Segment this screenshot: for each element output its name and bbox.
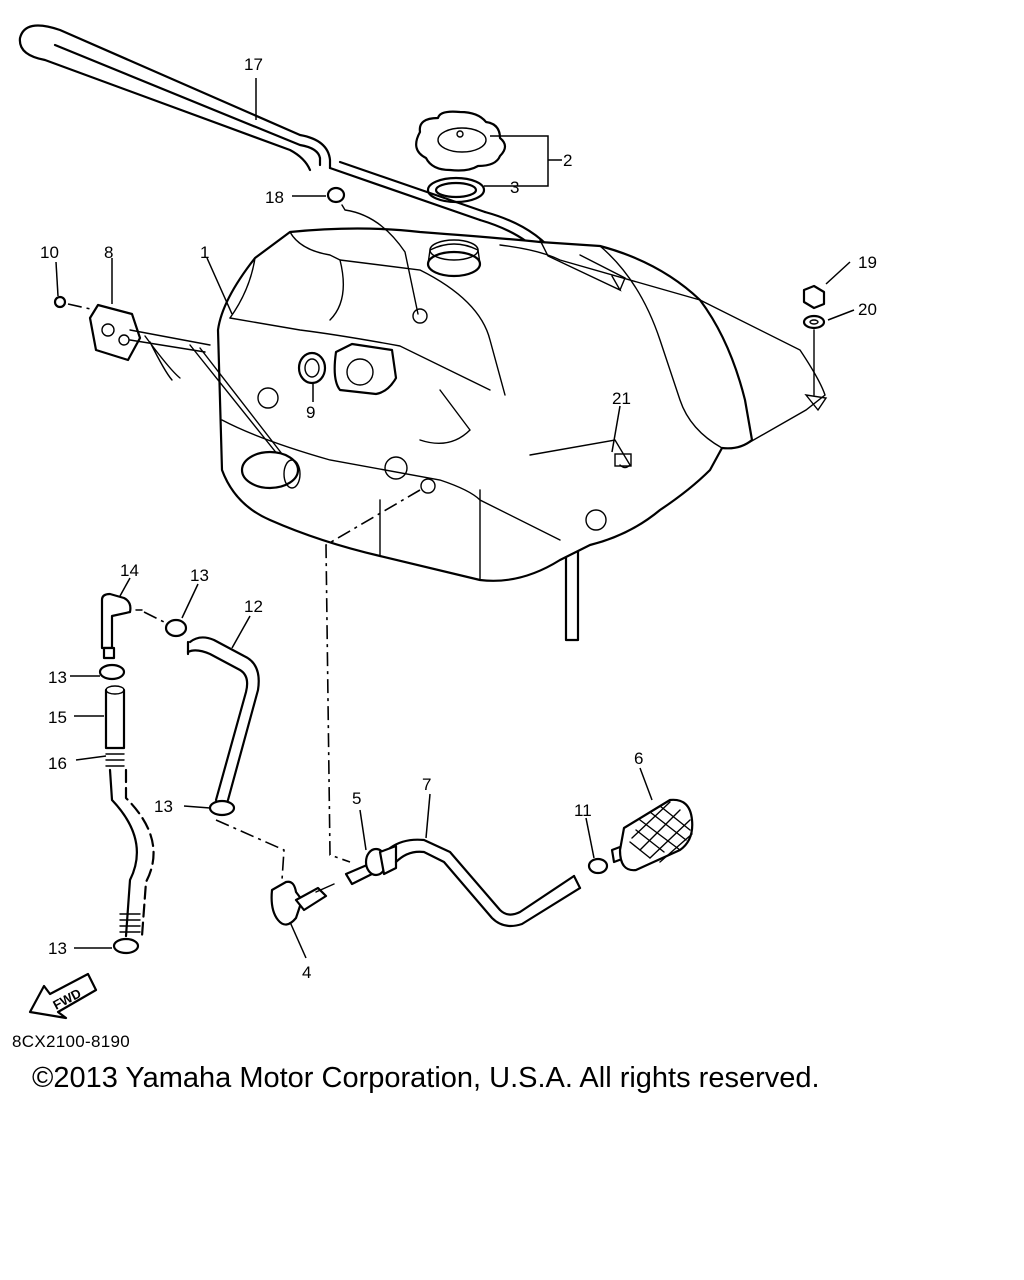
screw (53, 295, 96, 311)
hose-16 (108, 768, 155, 938)
callout-13-bottom: 13 (48, 939, 67, 958)
diagram-code: 8CX2100-8190 (12, 1032, 130, 1051)
callout-14: 14 (120, 561, 139, 580)
hose-12 (186, 636, 260, 802)
callout-4: 4 (302, 963, 311, 982)
clamp-13-left (98, 663, 126, 681)
fuel-cap (415, 110, 507, 172)
clamp-13-upper (164, 618, 188, 638)
callout-2: 2 (563, 151, 572, 170)
washer (802, 314, 826, 396)
callout-10: 10 (40, 243, 59, 262)
fitting-4 (270, 880, 335, 926)
copyright-notice: ©2013 Yamaha Motor Corporation, U.S.A. A… (32, 1062, 820, 1094)
callout-11: 11 (574, 801, 592, 820)
callout-7: 7 (422, 775, 431, 794)
forward-arrow-icon: FWD (28, 972, 98, 1020)
callout-15: 15 (48, 708, 67, 727)
callout-13-left: 13 (48, 668, 67, 687)
fuel-cock (344, 844, 398, 886)
callout-18: 18 (265, 188, 284, 207)
fwd-label: FWD (50, 985, 83, 1012)
hose-clamp-18 (326, 186, 419, 315)
fuel-tank-parts-diagram: FWD 17 2 3 18 10 8 1 19 20 (18, 24, 877, 1020)
clamp-13-middle (208, 799, 236, 817)
callout-12: 12 (244, 597, 263, 616)
fuel-cap-gasket (426, 176, 486, 204)
callout-21: 21 (612, 389, 631, 408)
callout-20: 20 (858, 300, 877, 319)
callout-16: 16 (48, 754, 67, 773)
clamp-13-lower (112, 937, 140, 955)
callout-13-top: 13 (190, 566, 209, 585)
hose-15 (104, 685, 126, 767)
assembly-line (325, 489, 421, 863)
callout-numbers: 17 2 3 18 10 8 1 19 20 9 21 14 13 12 13 … (40, 55, 877, 982)
callout-13-middle: 13 (154, 797, 173, 816)
fuel-level-sender (88, 303, 301, 490)
fitting-14 (100, 592, 169, 660)
callout-9: 9 (306, 403, 315, 422)
fuel-hose (388, 838, 582, 928)
callout-6: 6 (634, 749, 643, 768)
callout-8: 8 (104, 243, 113, 262)
leader-lines (55, 78, 855, 959)
callout-3: 3 (510, 178, 519, 197)
callout-1: 1 (200, 243, 209, 262)
callout-19: 19 (858, 253, 877, 272)
fuel-tank (216, 227, 828, 582)
callout-5: 5 (352, 789, 361, 808)
clamp-11 (587, 857, 609, 875)
fuel-filter (610, 798, 694, 872)
nut (802, 284, 826, 310)
breather-hose (18, 24, 487, 222)
callout-17: 17 (244, 55, 263, 74)
